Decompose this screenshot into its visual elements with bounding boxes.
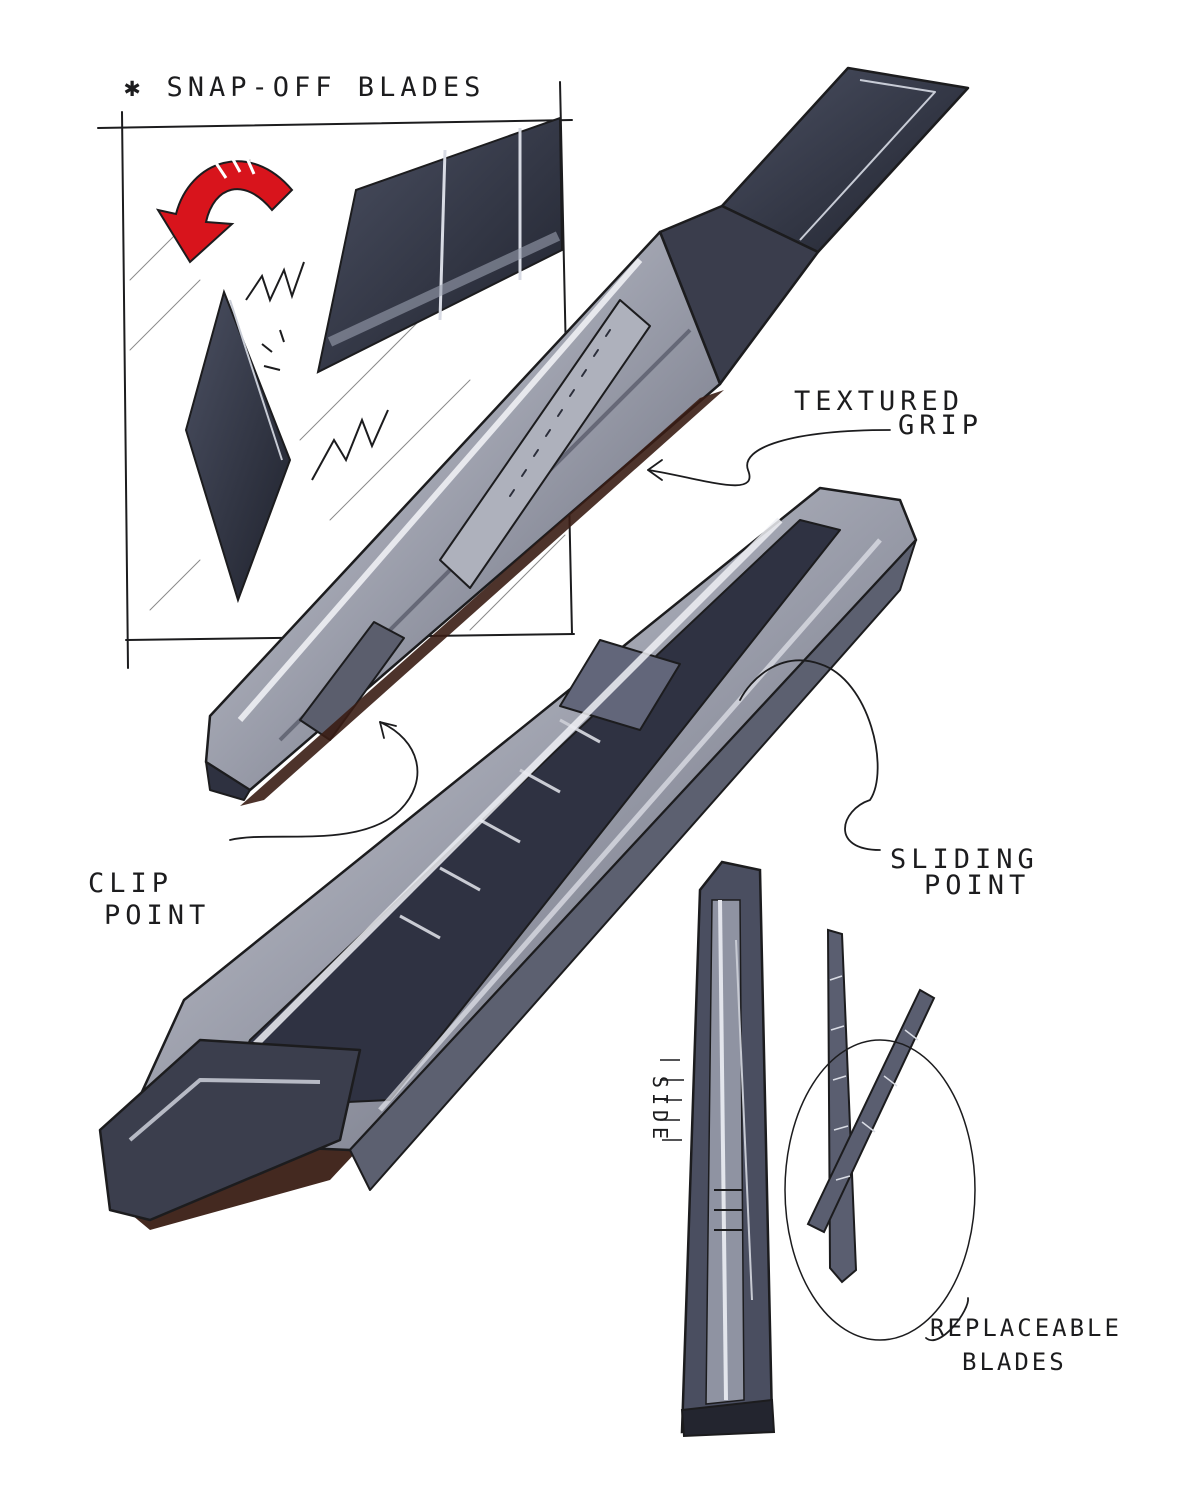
side-scribble (660, 1059, 684, 1141)
replaceable-blades-label-1: REPLACEABLE (930, 1314, 1122, 1342)
sliding-point-label-1: SLIDING (890, 844, 1039, 875)
callout-lines (229, 429, 976, 1342)
sliding-point-label-2: POINT (924, 870, 1031, 901)
knife-perspective-view (98, 486, 918, 1230)
clip-point-label-2: POINT (104, 900, 211, 931)
replacement-blades (806, 928, 936, 1284)
snapped-blade-upper (316, 116, 564, 374)
side-view-label: SIDE (648, 1075, 673, 1145)
snapped-blade-lower (184, 288, 292, 604)
replaceable-blades-label-2: BLADES (962, 1348, 1067, 1376)
knife-top-view (204, 66, 970, 806)
snap-burst-icon (245, 261, 389, 481)
clip-point-label-1: CLIP (88, 868, 174, 899)
textured-grip-label-1: TEXTURED (794, 386, 965, 417)
inset-title-label: ✱ SNAP-OFF BLADES (124, 72, 486, 103)
knife-side-view (680, 860, 776, 1438)
textured-grip-label-2: GRIP (898, 410, 984, 441)
red-snap-arrow-icon (155, 153, 294, 264)
